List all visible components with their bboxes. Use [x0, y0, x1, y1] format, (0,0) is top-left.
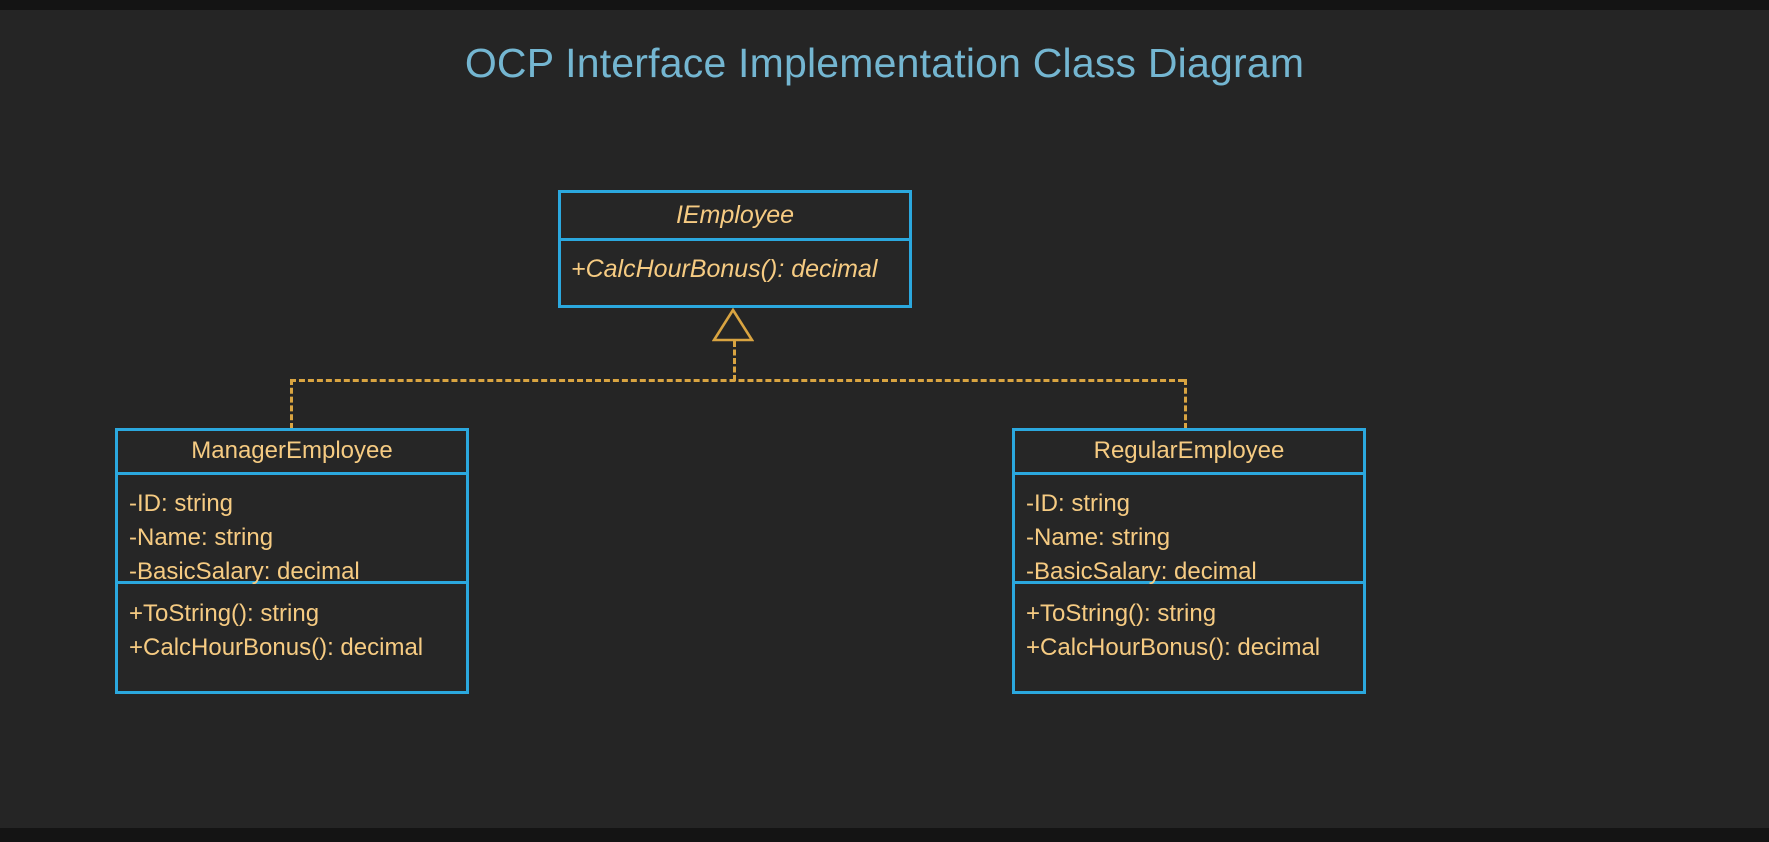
realization-drop-line-manager [290, 379, 293, 429]
class-box-manageremployee[interactable]: ManagerEmployee -ID: string -Name: strin… [115, 428, 469, 694]
realization-horizontal-line [290, 379, 1184, 382]
operation-row: +ToString(): string [1026, 600, 1217, 627]
attributes-compartment-manageremployee: -ID: string -Name: string -BasicSalary: … [118, 472, 466, 585]
bottom-letterbox-band [0, 828, 1769, 842]
operations-compartment-regularemployee: +ToString(): string +CalcHourBonus(): de… [1015, 581, 1363, 691]
attribute-row: -BasicSalary: decimal [1026, 558, 1257, 585]
class-name-manageremployee: ManagerEmployee [191, 437, 393, 464]
class-box-regularemployee[interactable]: RegularEmployee -ID: string -Name: strin… [1012, 428, 1366, 694]
attribute-row: -Name: string [1026, 524, 1171, 551]
operations-compartment-iemployee: +CalcHourBonus(): decimal [561, 238, 909, 305]
class-name-regularemployee: RegularEmployee [1093, 437, 1285, 464]
attribute-row: -ID: string [129, 490, 234, 517]
attribute-row: -BasicSalary: decimal [129, 558, 360, 585]
realization-arrowhead-icon [712, 308, 754, 342]
diagram-title: OCP Interface Implementation Class Diagr… [464, 40, 1305, 86]
class-box-iemployee[interactable]: IEmployee +CalcHourBonus(): decimal [558, 190, 912, 308]
operations-compartment-manageremployee: +ToString(): string +CalcHourBonus(): de… [118, 581, 466, 691]
class-name-iemployee: IEmployee [675, 201, 795, 229]
attributes-compartment-regularemployee: -ID: string -Name: string -BasicSalary: … [1015, 472, 1363, 585]
top-letterbox-band [0, 0, 1769, 10]
attribute-row: -ID: string [1026, 490, 1131, 517]
operation-row: +CalcHourBonus(): decimal [129, 634, 424, 661]
realization-drop-line-regular [1184, 379, 1187, 429]
operation-row: +CalcHourBonus(): decimal [571, 255, 878, 283]
realization-stub-line [733, 341, 736, 381]
operation-row: +ToString(): string [129, 600, 320, 627]
operation-row: +CalcHourBonus(): decimal [1026, 634, 1321, 661]
attribute-row: -Name: string [129, 524, 274, 551]
